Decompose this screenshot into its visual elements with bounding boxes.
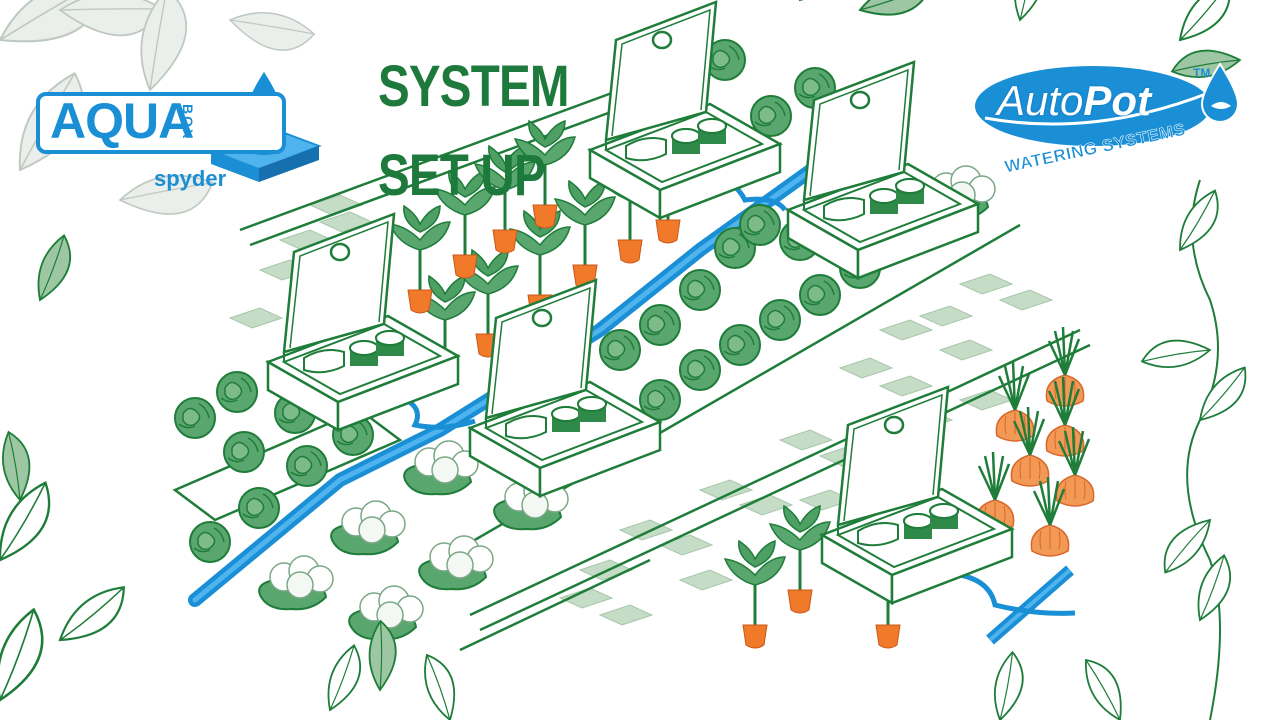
- aquabox-brand: AQUA: [50, 93, 194, 149]
- autopot-drop-icon: [975, 62, 1240, 146]
- page-title-line2: SET UP: [378, 143, 546, 208]
- page-title-line1: SYSTEM: [378, 54, 569, 119]
- aquabox-sub: BOX: [180, 104, 196, 141]
- trademark: TM: [1193, 66, 1211, 80]
- autopot-brand: AutoPot: [997, 80, 1151, 122]
- autopot-brand-bold: Pot: [1083, 77, 1152, 124]
- aquabox-tagline: spyder: [154, 166, 227, 191]
- autopot-brand-light: Auto: [997, 77, 1084, 124]
- autopot-logo: AutoPot TM WATERING SYSTEMS: [975, 60, 1265, 200]
- aquabox-logo: AQUA BOX spyder: [36, 60, 336, 200]
- aquabox-frame: [36, 92, 286, 154]
